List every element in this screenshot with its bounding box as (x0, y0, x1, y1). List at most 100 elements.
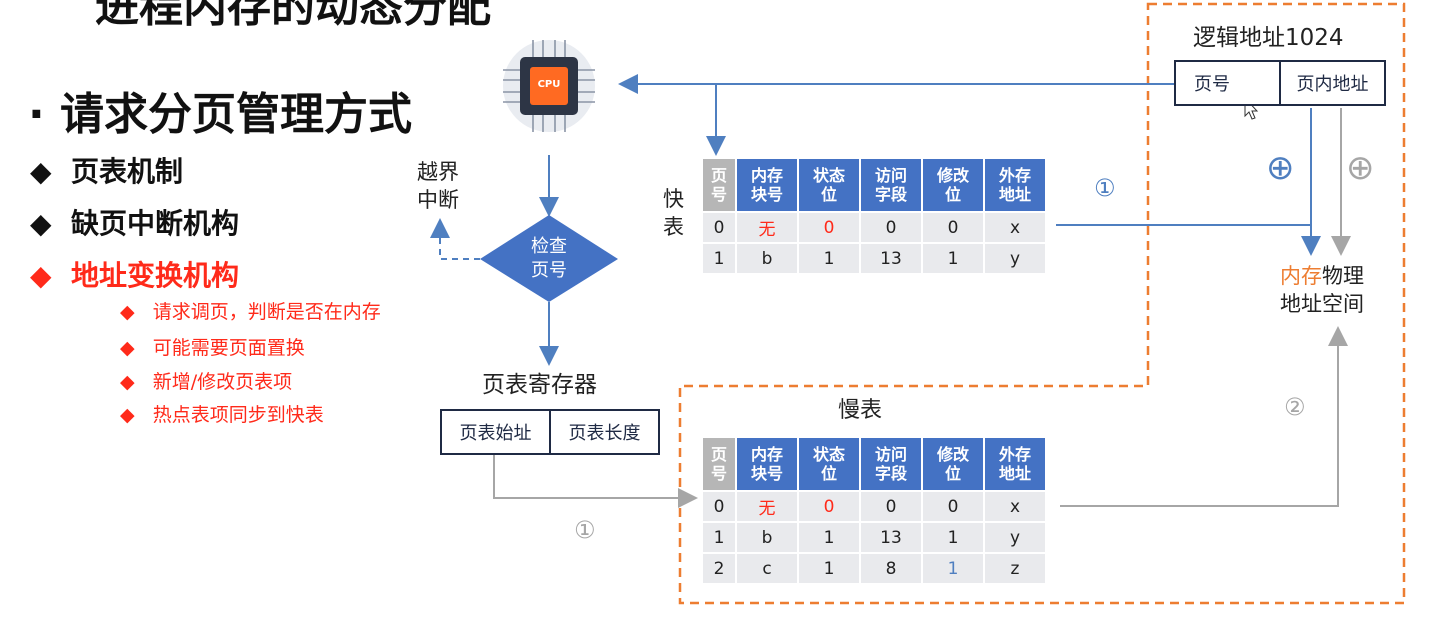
diamond-bullet-icon: ◆ (30, 207, 52, 240)
table-cell: 1 (923, 244, 983, 273)
sub-bullet-text: 热点表项同步到快表 (152, 404, 324, 426)
physical-rest: 物理 (1322, 264, 1364, 288)
register-length-cell: 页表长度 (549, 411, 658, 453)
column-header: 外存 地址 (985, 159, 1045, 211)
column-header-page-no: 页 号 (703, 438, 735, 490)
table-cell: 1 (799, 523, 859, 552)
table-cell: 8 (861, 554, 921, 583)
sub-bullet: ◆ 可能需要页面置换 (120, 333, 305, 360)
column-header: 状态 位 (799, 159, 859, 211)
fast-table-label: 快 表 (663, 187, 684, 239)
top-title-cut: 进程内存的动态分配 (95, 0, 491, 32)
cpu-chip-icon (503, 40, 595, 132)
physical-address-space: 内存物理 地址空间 (1280, 262, 1364, 318)
table-cell: 0 (861, 213, 921, 242)
page-offset-cell: 页内地址 (1279, 62, 1384, 104)
table-cell: 1 (799, 554, 859, 583)
column-header: 修改 位 (923, 438, 983, 490)
table-cell: 0 (799, 492, 859, 521)
table-cell: 无 (737, 213, 797, 242)
column-header: 访问 字段 (861, 438, 921, 490)
table-cell: 2 (703, 554, 735, 583)
bullet-text: 地址变换机构 (71, 259, 240, 292)
column-header: 外存 地址 (985, 438, 1045, 490)
table-cell: 1 (799, 244, 859, 273)
sub-bullet: ◆ 新增/修改页表项 (120, 367, 292, 394)
step-slow-2-marker: ② (1284, 393, 1306, 421)
page-title: · 请求分页管理方式 (28, 78, 412, 142)
diamond-bullet-icon: ◆ (30, 259, 52, 292)
column-header-page-no: 页 号 (703, 159, 735, 211)
bullet-page-table: ◆ 页表机制 (30, 150, 183, 190)
table-cell: y (985, 523, 1045, 552)
table-header-row: 页 号内存 块号状态 位访问 字段修改 位外存 地址 (703, 438, 1045, 490)
step-fast-marker: ① (1094, 174, 1116, 202)
diamond-bullet-icon: ◆ (30, 155, 52, 188)
logical-address-title: 逻辑地址1024 (1193, 25, 1344, 51)
table-cell: 1 (703, 523, 735, 552)
table-cell: b (737, 523, 797, 552)
table-cell: 0 (703, 213, 735, 242)
page-table-register-title: 页表寄存器 (482, 372, 597, 398)
table-cell: 0 (799, 213, 859, 242)
column-header: 内存 块号 (737, 438, 797, 490)
title-bullet-dot: · (28, 89, 45, 140)
logical-address-box: 页号 页内地址 (1174, 60, 1386, 106)
diamond-bullet-icon: ◆ (120, 371, 135, 393)
bullet-text: 页表机制 (71, 155, 184, 188)
table-cell: 0 (703, 492, 735, 521)
plus-circle-icon-blue: ⊕ (1266, 148, 1295, 188)
table-header-row: 页 号内存 块号状态 位访问 字段修改 位外存 地址 (703, 159, 1045, 211)
sub-bullet: ◆ 热点表项同步到快表 (120, 400, 324, 427)
table-cell: 0 (861, 492, 921, 521)
physical-highlight: 内存 (1280, 264, 1322, 288)
table-cell: 13 (861, 523, 921, 552)
arrow-out-of-bounds (430, 218, 480, 260)
register-base-cell: 页表始址 (459, 423, 532, 444)
sub-bullet-text: 新增/修改页表项 (152, 371, 293, 393)
plus-circle-icon-gray: ⊕ (1346, 148, 1375, 188)
table-cell: 13 (861, 244, 921, 273)
table-cell: 0 (923, 213, 983, 242)
table-cell: 无 (737, 492, 797, 521)
dashed-region (678, 2, 1406, 605)
sub-bullet-text: 请求调页，判断是否在内存 (152, 301, 381, 323)
diamond-bullet-icon: ◆ (120, 337, 135, 359)
physical-line2: 地址空间 (1280, 292, 1364, 316)
arrow-slow-to-physical (1060, 326, 1348, 507)
table-cell: y (985, 244, 1045, 273)
table-cell: 1 (923, 523, 983, 552)
diamond-bullet-icon: ◆ (120, 301, 135, 323)
table-cell: x (985, 492, 1045, 521)
column-header: 修改 位 (923, 159, 983, 211)
bullet-address-translation: ◆ 地址变换机构 (30, 254, 239, 294)
table-cell: c (737, 554, 797, 583)
bullet-text: 缺页中断机构 (71, 207, 240, 240)
table-cell: x (985, 213, 1045, 242)
table-cell: 0 (923, 492, 983, 521)
title-text: 请求分页管理方式 (60, 89, 413, 140)
cpu-label: CPU (537, 79, 561, 90)
column-header: 访问 字段 (861, 159, 921, 211)
sub-bullet-text: 可能需要页面置换 (152, 337, 305, 359)
step-slow-1-marker: ① (574, 516, 596, 544)
table-cell: 1 (923, 554, 983, 583)
out-of-bounds-label: 越界 中断 (417, 160, 459, 212)
table-cell: b (737, 244, 797, 273)
table-cell: 1 (703, 244, 735, 273)
page-number-cell: 页号 (1194, 74, 1230, 95)
sub-bullet: ◆ 请求调页，判断是否在内存 (120, 297, 381, 324)
bullet-page-fault: ◆ 缺页中断机构 (30, 202, 239, 242)
column-header: 状态 位 (799, 438, 859, 490)
arrow-register-to-slow (493, 454, 698, 508)
table-cell: z (985, 554, 1045, 583)
diamond-bullet-icon: ◆ (120, 404, 135, 426)
